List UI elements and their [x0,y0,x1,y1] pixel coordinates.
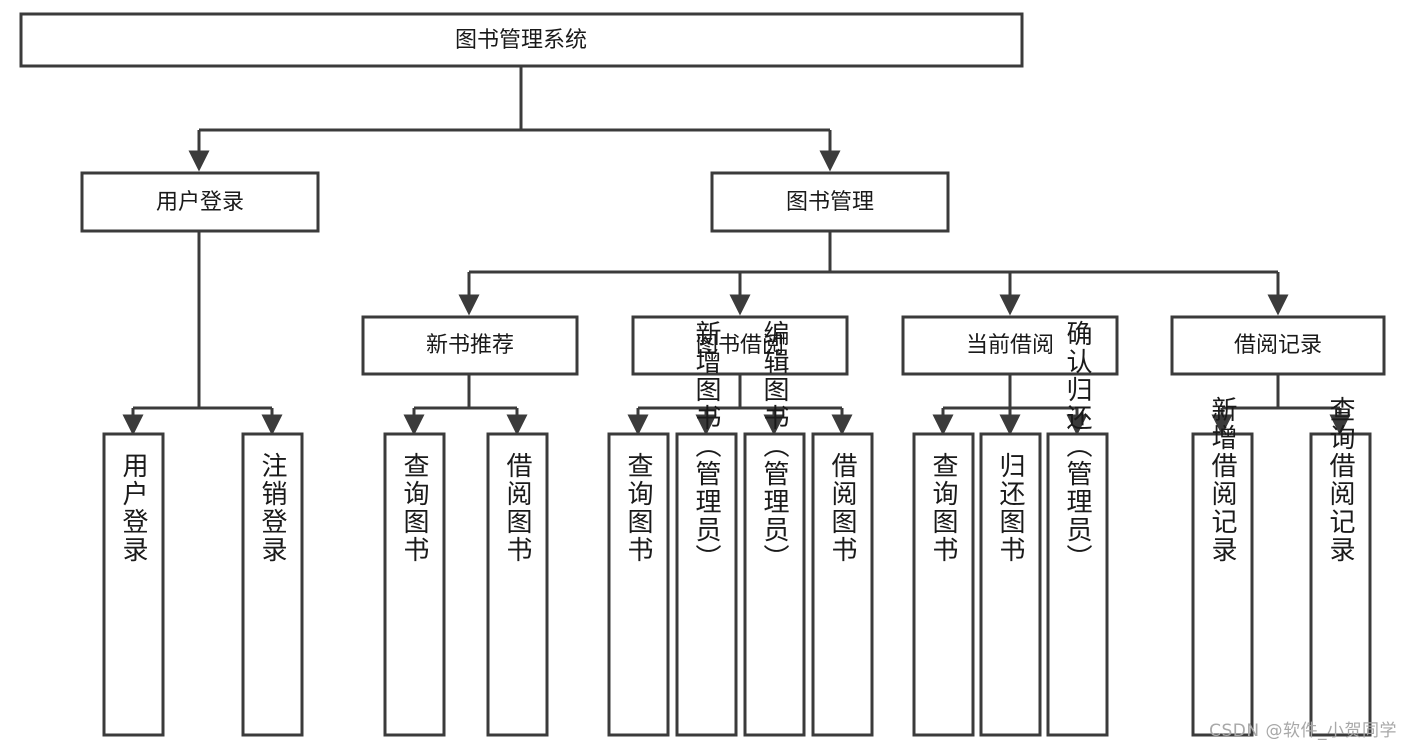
leaf-label: 用户登录 [118,452,148,564]
leaf-box[interactable] [607,432,670,737]
leaf-label: 新增图书（管理员） [691,320,721,572]
book-borrow-label: 图书借阅 [696,333,784,358]
node-book-borrow[interactable]: 图书借阅 [631,315,849,376]
leaf-label: 确认归还（管理员） [1062,320,1092,572]
borrow-record-box[interactable] [1170,315,1386,376]
leaf-current-confirm-return-admin[interactable]: 确认归还（管理员） [1046,320,1109,737]
leaf-label: 新增借阅记录 [1207,396,1237,564]
leaf-box[interactable] [102,432,165,737]
leaf-box[interactable] [1191,432,1254,737]
current-borrow-label: 当前借阅 [966,333,1054,358]
leaf-record-add-record[interactable]: 新增借阅记录 [1191,396,1254,737]
root-box[interactable] [19,12,1024,68]
leaf-box[interactable] [241,432,304,737]
leaf-box[interactable] [743,432,806,737]
node-new-book-recommend[interactable]: 新书推荐 [361,315,579,376]
leaf-label: 编辑图书（管理员） [759,320,789,572]
leaf-borrow-borrow-book[interactable]: 借阅图书 [811,432,874,737]
leaf-box[interactable] [912,432,975,737]
current-borrow-box[interactable] [901,315,1119,376]
borrow-record-label: 借阅记录 [1234,333,1322,358]
leaf-current-query-book[interactable]: 查询图书 [912,432,975,737]
new-book-recommend-box[interactable] [361,315,579,376]
new-book-recommend-label: 新书推荐 [426,333,514,358]
leaf-new-book-borrow[interactable]: 借阅图书 [486,432,549,737]
leaf-label: 注销登录 [257,452,287,564]
book-management-label: 图书管理 [786,190,874,215]
leaf-borrow-query-book[interactable]: 查询图书 [607,432,670,737]
leaf-label: 查询图书 [399,452,429,564]
root-label: 图书管理系统 [455,28,587,53]
leaf-borrow-edit-book-admin[interactable]: 编辑图书（管理员） [743,320,806,737]
leaf-label: 借阅图书 [502,452,532,564]
leaf-new-book-query[interactable]: 查询图书 [383,432,446,737]
leaf-record-query-record[interactable]: 查询借阅记录 [1309,396,1372,737]
leaf-label: 归还图书 [995,452,1025,564]
leaf-box[interactable] [811,432,874,737]
node-current-borrow[interactable]: 当前借阅 [901,315,1119,376]
leaf-box[interactable] [486,432,549,737]
leaf-box[interactable] [1046,432,1109,737]
node-borrow-record[interactable]: 借阅记录 [1170,315,1386,376]
leaf-box[interactable] [675,432,738,737]
node-user-login[interactable]: 用户登录 [80,171,320,233]
leaf-user-login-login[interactable]: 用户登录 [102,432,165,737]
leaf-user-login-logout[interactable]: 注销登录 [241,432,304,737]
csdn-watermark: CSDN @软件_小贺同学 [1209,721,1397,741]
leaf-box[interactable] [1309,432,1372,737]
leaf-box[interactable] [383,432,446,737]
edge-group [122,66,1351,436]
leaf-borrow-add-book-admin[interactable]: 新增图书（管理员） [675,320,738,737]
leaf-box[interactable] [979,432,1042,737]
user-login-box[interactable] [80,171,320,233]
node-root-book-management-system[interactable]: 图书管理系统 [19,12,1024,68]
leaf-label: 借阅图书 [827,452,857,564]
leaf-label: 查询借阅记录 [1325,396,1355,564]
book-management-box[interactable] [710,171,950,233]
leaf-current-return-book[interactable]: 归还图书 [979,432,1042,737]
user-login-label: 用户登录 [156,190,244,215]
leaf-label: 查询图书 [928,452,958,564]
node-book-management[interactable]: 图书管理 [710,171,950,233]
book-borrow-box[interactable] [631,315,849,376]
leaf-label: 查询图书 [623,452,653,564]
